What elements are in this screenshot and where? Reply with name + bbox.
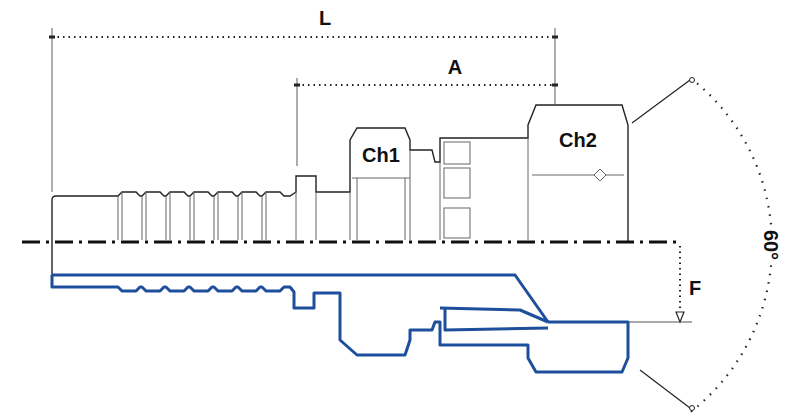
center-line [22, 241, 682, 244]
angle-label: 60° [760, 228, 782, 262]
dimension-label: L [317, 7, 333, 29]
dimension-lines [49, 28, 692, 322]
dimension-label: A [446, 56, 464, 78]
wrench-size-label: Ch1 [360, 144, 402, 166]
section-profile [52, 275, 628, 372]
dimension-label: F [687, 277, 703, 299]
wrench-size-label: Ch2 [557, 129, 599, 151]
angle-marking [632, 78, 772, 413]
upper-profile [52, 105, 628, 275]
